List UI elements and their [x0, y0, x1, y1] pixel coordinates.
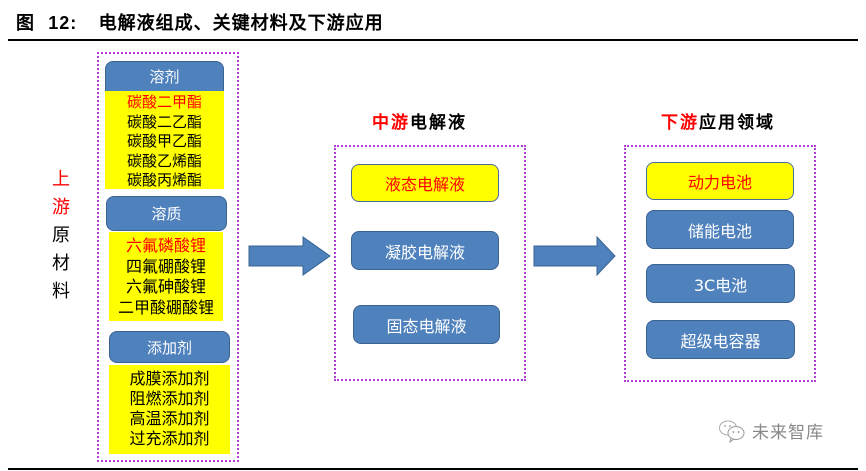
- list-item: 四氟硼酸锂: [125, 256, 206, 276]
- figure-label: 图: [16, 13, 35, 34]
- category-header-additive: 添加剂: [109, 331, 230, 363]
- list-item: 阻燃添加剂: [129, 389, 210, 408]
- category-name: 添加剂: [146, 338, 192, 357]
- wechat-icon: [719, 420, 745, 443]
- midstream-panel: [334, 145, 526, 381]
- midstream-node-solid: 固态电解液: [353, 305, 500, 344]
- midstream-node-liquid: 液态电解液: [351, 164, 499, 202]
- bottom-rule: [8, 468, 858, 470]
- category-header-solvent: 溶剂: [105, 61, 224, 92]
- category-header-solute: 溶质: [106, 196, 227, 231]
- category-name: 溶剂: [149, 68, 180, 86]
- figure-number: 12:: [48, 13, 78, 33]
- list-item: 高温添加剂: [129, 409, 210, 428]
- arrow-right-icon: [248, 236, 331, 276]
- upstream-label-char: 原: [52, 225, 70, 246]
- list-item: 碳酸二甲酯: [126, 93, 202, 111]
- list-item: 碳酸丙烯酯: [126, 171, 202, 189]
- category-list-additive: 成膜添加剂 阻燃添加剂 高温添加剂 过充添加剂: [109, 365, 230, 454]
- list-item: 过充添加剂: [129, 429, 210, 448]
- upstream-label-char: 上: [52, 169, 70, 190]
- node-label: 液态电解液: [384, 175, 465, 194]
- list-item: 六氟砷酸锂: [125, 277, 206, 296]
- node-label: 超级电容器: [680, 331, 761, 351]
- upstream-label-char: 材: [52, 253, 70, 274]
- category-list-solute: 六氟磷酸锂 四氟硼酸锂 六氟砷酸锂 二甲酸硼酸锂: [109, 232, 223, 321]
- figure-title: 图 12: 电解液组成、关键材料及下游应用: [16, 9, 384, 35]
- downstream-node-3c-battery: 3C电池: [646, 264, 795, 303]
- downstream-heading: 下游应用领域: [661, 108, 775, 133]
- watermark-text: 未来智库: [752, 423, 824, 443]
- heading-black-part: 电解液: [410, 113, 467, 133]
- list-item: 二甲酸硼酸锂: [117, 297, 214, 317]
- node-label: 动力电池: [687, 173, 752, 192]
- figure-caption: 电解液组成、关键材料及下游应用: [98, 13, 384, 34]
- node-label: 固态电解液: [386, 316, 467, 336]
- upstream-label-char: 料: [52, 281, 70, 302]
- list-item: 碳酸甲乙酯: [126, 132, 202, 150]
- category-name: 溶质: [151, 205, 182, 223]
- midstream-node-gel: 凝胶电解液: [351, 231, 499, 270]
- downstream-panel: [624, 145, 816, 382]
- node-label: 3C电池: [693, 275, 748, 295]
- heading-red-part: 下游: [661, 113, 699, 133]
- downstream-node-supercapacitor: 超级电容器: [646, 320, 795, 359]
- upstream-label: 上 游 原 材 料: [50, 166, 72, 306]
- heading-black-part: 应用领域: [699, 113, 775, 133]
- downstream-node-storage-battery: 储能电池: [646, 210, 794, 249]
- list-item: 六氟磷酸锂: [125, 236, 206, 255]
- list-item: 成膜添加剂: [129, 369, 210, 388]
- arrow-right-icon: [533, 236, 616, 276]
- list-item: 碳酸乙烯酯: [126, 151, 202, 170]
- top-rule: [8, 39, 858, 41]
- category-list-solvent: 碳酸二甲酯 碳酸二乙酯 碳酸甲乙酯 碳酸乙烯酯 碳酸丙烯酯: [105, 91, 224, 189]
- watermark: 未来智库: [718, 418, 824, 443]
- downstream-node-power-battery: 动力电池: [646, 162, 794, 200]
- node-label: 凝胶电解液: [384, 242, 465, 262]
- node-label: 储能电池: [687, 221, 752, 241]
- midstream-heading: 中游电解液: [372, 108, 467, 133]
- list-item: 碳酸二乙酯: [126, 112, 202, 131]
- upstream-panel: [97, 52, 239, 462]
- upstream-label-char: 游: [52, 197, 70, 218]
- heading-red-part: 中游: [372, 113, 410, 133]
